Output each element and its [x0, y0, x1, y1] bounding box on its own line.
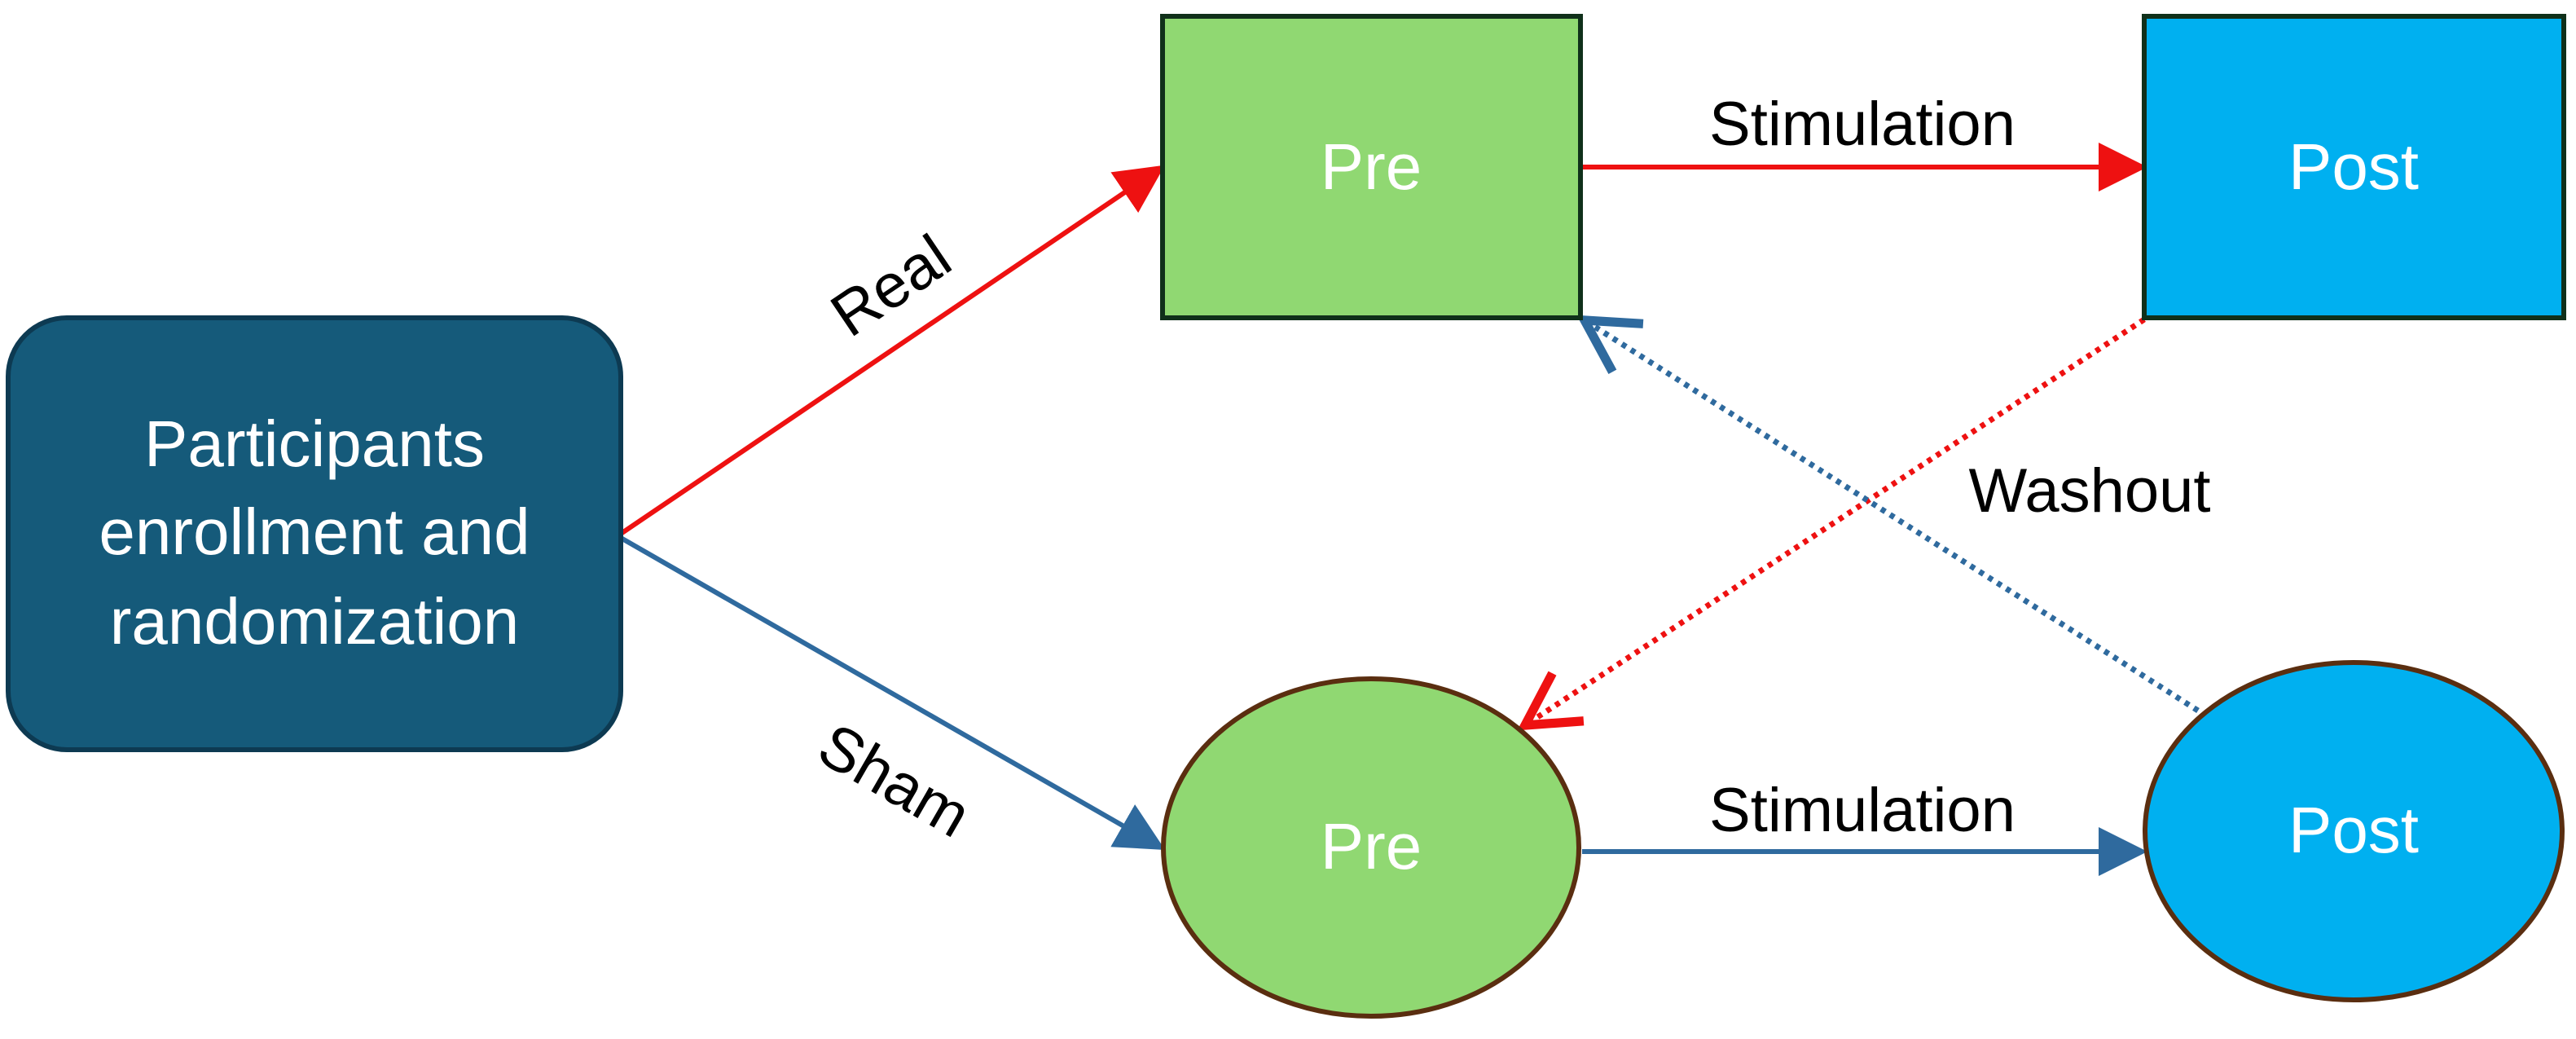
- stimulation-real-label: Stimulation: [1709, 90, 2016, 159]
- washout-real-to-sham-arrow: [1517, 317, 2146, 731]
- participants-label-line-3: randomization: [110, 585, 520, 658]
- real-label: Real: [819, 222, 963, 350]
- real-arrow: [619, 165, 1165, 536]
- post-sham-node: [2143, 660, 2565, 1002]
- post-sham-label: Post: [2288, 794, 2419, 866]
- pre-sham-node: [1161, 676, 1581, 1019]
- participants-node: [6, 315, 623, 752]
- participants-label-line-2: enrollment and: [99, 495, 530, 568]
- sham-arrow: [619, 535, 1166, 850]
- pre-real-node: [1160, 14, 1583, 320]
- post-real-label: Post: [2288, 130, 2419, 203]
- stimulation-sham-label: Stimulation: [1709, 776, 2016, 845]
- pre-real-label: Pre: [1321, 130, 1422, 203]
- post-real-node: [2142, 14, 2566, 320]
- pre-sham-label: Pre: [1321, 810, 1422, 883]
- participants-label-line-1: Participants: [144, 407, 485, 480]
- washout-label: Washout: [1968, 456, 2210, 526]
- washout-sham-to-real-arrow: [1576, 315, 2200, 713]
